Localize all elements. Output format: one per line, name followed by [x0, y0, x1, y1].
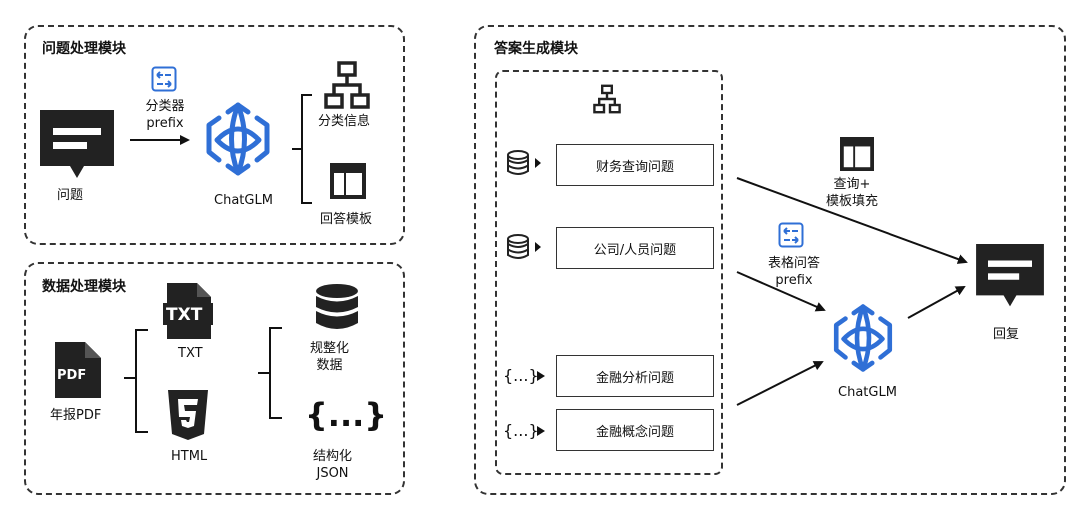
database-icon — [316, 284, 358, 329]
finance-query-to-reply-arrow — [736, 177, 968, 264]
table-prefix-icon — [778, 222, 804, 248]
data-format-bracket — [124, 329, 148, 433]
reply-chat-icon — [976, 244, 1044, 307]
annual-report-label: 年报PDF — [50, 408, 102, 423]
model-to-reply-arrow — [907, 286, 966, 319]
query-template-fill-label: 查询+ 模板填充 — [826, 177, 879, 209]
classifier-label: 分类器 prefix — [145, 99, 185, 131]
answer-model-label: ChatGLM — [838, 385, 897, 400]
classifier-prefix-icon — [151, 66, 177, 92]
question-type-group — [495, 70, 723, 475]
html5-icon — [168, 390, 208, 440]
txt-format-label: TXT — [178, 346, 203, 361]
classification-info-label: 分类信息 — [318, 114, 371, 129]
data-output-bracket — [258, 327, 282, 419]
pointer-triangle-icon — [537, 426, 545, 436]
txt-badge-text: TXT — [166, 305, 203, 325]
question-input-label: 问题 — [57, 188, 84, 203]
question-output-bracket — [292, 94, 312, 204]
pointer-triangle-icon — [537, 371, 545, 381]
txt-file-icon — [163, 283, 213, 339]
question-chat-icon — [40, 110, 114, 178]
finance-analysis-to-model-arrow — [736, 361, 824, 406]
group-hierarchy-icon — [593, 84, 621, 114]
json-small-icon: {...} — [503, 421, 539, 440]
answer-module-panel — [474, 25, 1066, 495]
data-module-title: 数据处理模块 — [42, 279, 126, 295]
template-table-icon — [840, 137, 874, 171]
table-qa-prefix-label: 表格问答 prefix — [767, 256, 820, 288]
html-format-label: HTML — [171, 449, 208, 464]
database-small-icon — [507, 234, 541, 259]
chatglm-logo-icon — [206, 102, 270, 176]
company-person-question-box: 公司/人员问题 — [556, 227, 714, 269]
answer-module-title: 答案生成模块 — [494, 41, 578, 57]
normalized-data-label: 规整化 数据 — [310, 341, 350, 373]
finance-concept-question-box: 金融概念问题 — [556, 409, 714, 451]
finance-query-question-box: 财务查询问题 — [556, 144, 714, 186]
finance-analysis-question-box: 金融分析问题 — [556, 355, 714, 397]
pdf-file-icon — [55, 342, 101, 398]
chatglm-logo-icon — [833, 304, 893, 372]
data-module-panel — [24, 262, 405, 495]
company-to-model-arrow — [736, 271, 826, 312]
pdf-badge-text: PDF — [57, 368, 87, 383]
structured-json-label: 结构化 JSON — [313, 449, 353, 481]
question-model-label: ChatGLM — [214, 193, 273, 208]
template-table-icon — [330, 163, 366, 199]
reply-label: 回复 — [993, 327, 1020, 342]
question-module-title: 问题处理模块 — [42, 41, 126, 57]
question-module-panel — [24, 25, 405, 245]
json-small-icon: {...} — [503, 366, 539, 385]
json-braces-icon: {...} — [305, 396, 388, 434]
answer-template-label: 回答模板 — [320, 212, 373, 227]
database-small-icon — [507, 150, 541, 175]
hierarchy-icon — [324, 61, 370, 109]
